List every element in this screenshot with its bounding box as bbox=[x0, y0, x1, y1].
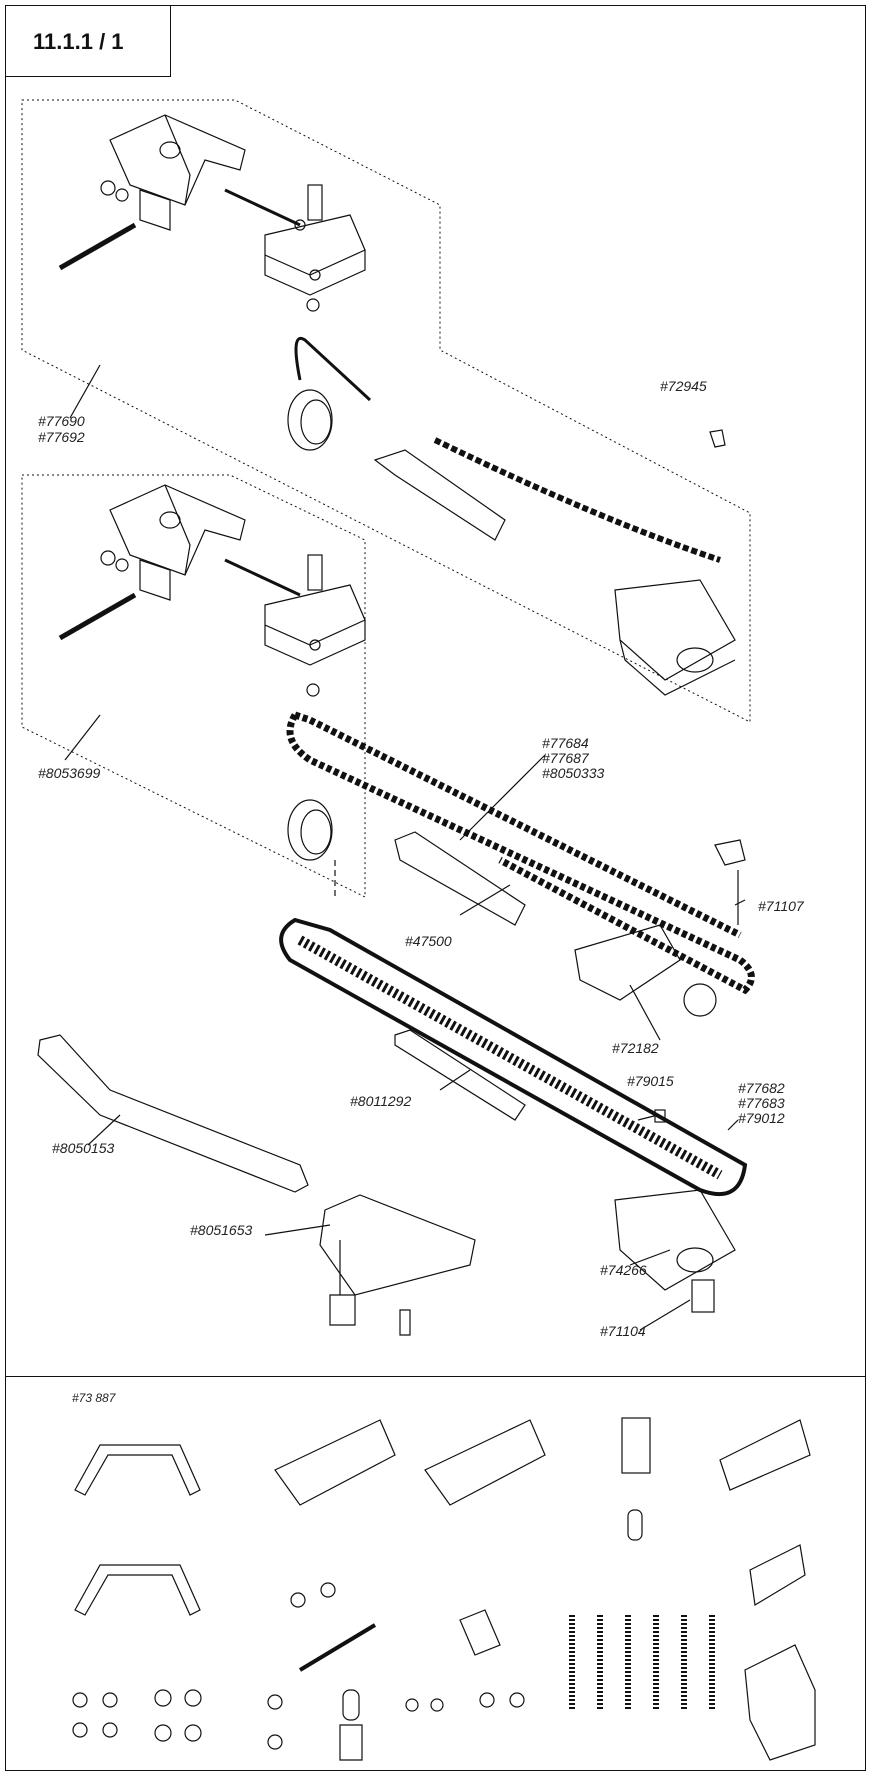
part-label-74266: #74266 bbox=[600, 1262, 647, 1278]
arm-8050153 bbox=[37, 1034, 309, 1193]
spline-gear bbox=[621, 1417, 651, 1474]
part-label-71104: #71104 bbox=[600, 1323, 646, 1339]
gear-71104 bbox=[691, 1279, 715, 1313]
part-label-47500: #47500 bbox=[405, 933, 452, 949]
part-label-77692: #77692 bbox=[38, 429, 85, 445]
small-screws bbox=[72, 1689, 525, 1761]
flat-bracket bbox=[719, 1419, 811, 1491]
part-label-8050153: #8050153 bbox=[52, 1140, 115, 1156]
kit-label: #73 887 bbox=[72, 1391, 116, 1405]
drawing-frame bbox=[5, 5, 866, 1771]
u-bracket-2 bbox=[74, 1564, 201, 1616]
sleeve bbox=[459, 1609, 501, 1656]
angle-bracket bbox=[749, 1544, 806, 1606]
part-label-8050333: #8050333 bbox=[542, 765, 605, 781]
middle-bracket-assembly bbox=[58, 484, 366, 861]
slider-47500 bbox=[394, 831, 526, 926]
carriage-72182 bbox=[574, 924, 681, 1001]
group-outline-upper bbox=[21, 99, 751, 723]
title-box: 11.1.1 / 1 bbox=[5, 5, 171, 77]
part-label-8011292: #8011292 bbox=[350, 1093, 412, 1109]
sprocket-housing-74266 bbox=[614, 1189, 736, 1291]
part-label-72945: #72945 bbox=[660, 378, 707, 394]
toothed-belt bbox=[279, 917, 748, 1196]
rail-slider-upper bbox=[373, 449, 506, 541]
small-clip-72945 bbox=[709, 429, 726, 448]
part-label-77684: #77684 bbox=[542, 735, 589, 751]
part-label-77690: #77690 bbox=[38, 413, 85, 429]
lag-bolts bbox=[569, 1615, 715, 1710]
slotted-bracket-2 bbox=[424, 1419, 546, 1506]
rod bbox=[298, 1623, 377, 1672]
pin bbox=[627, 1509, 643, 1541]
part-label-8051653: #8051653 bbox=[190, 1222, 253, 1238]
group-outline-middle bbox=[21, 474, 366, 898]
page-title: 11.1.1 / 1 bbox=[33, 29, 124, 54]
chain-upper bbox=[433, 437, 721, 563]
base-plate-8051653 bbox=[319, 1194, 476, 1296]
part-label-77682: #77682 bbox=[738, 1080, 785, 1096]
ceiling-bracket bbox=[744, 1644, 816, 1761]
part-label-79012: #79012 bbox=[738, 1110, 785, 1126]
part-label-72182: #72182 bbox=[612, 1040, 659, 1056]
part-71107 bbox=[714, 839, 746, 866]
sprocket-housing-upper bbox=[614, 579, 736, 681]
hardware-kit bbox=[72, 1417, 816, 1761]
part-label-8053699: #8053699 bbox=[38, 765, 101, 781]
part-label-77687: #77687 bbox=[542, 750, 589, 766]
part-8011292 bbox=[394, 1029, 526, 1121]
upper-bracket-assembly bbox=[58, 114, 372, 451]
slotted-bracket-1 bbox=[274, 1419, 396, 1506]
long-chain bbox=[286, 713, 755, 995]
section-divider bbox=[5, 1376, 866, 1377]
part-label-71107: #71107 bbox=[758, 898, 804, 914]
part-label-77683: #77683 bbox=[738, 1095, 785, 1111]
u-bracket-1 bbox=[74, 1444, 201, 1496]
part-label-79015: #79015 bbox=[627, 1073, 674, 1089]
